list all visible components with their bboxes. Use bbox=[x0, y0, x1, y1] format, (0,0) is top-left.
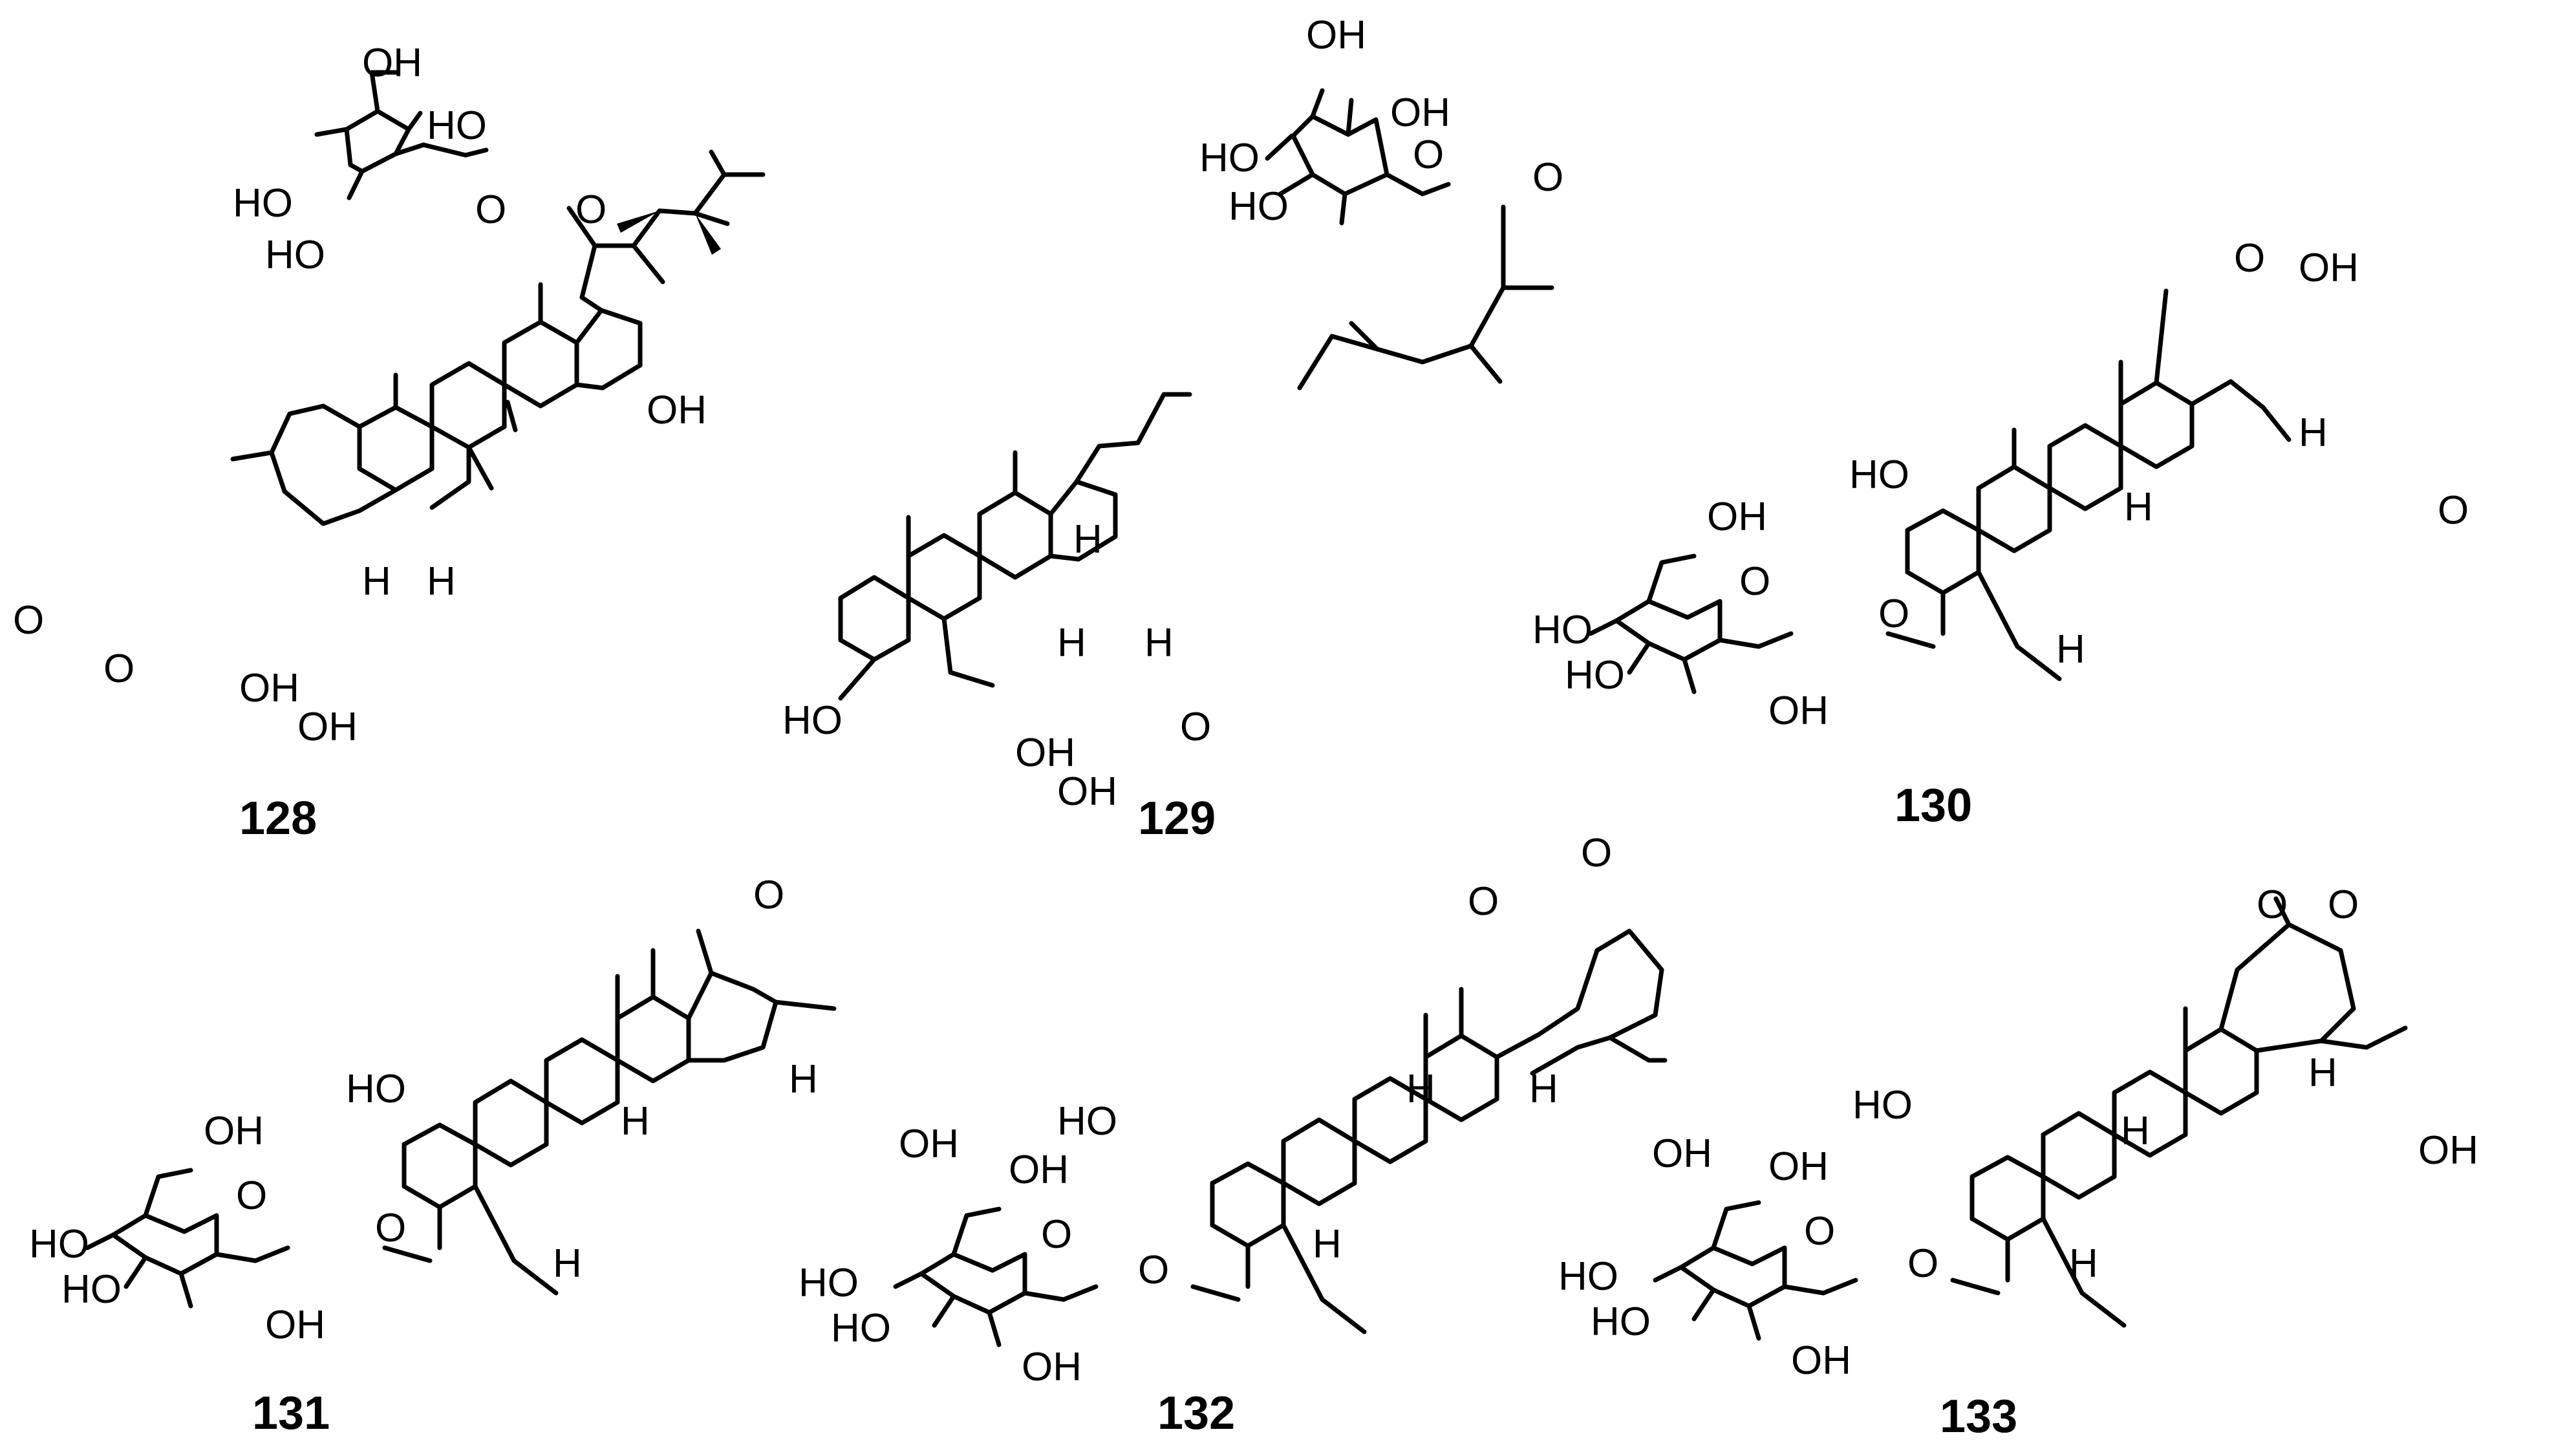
atom-label: O bbox=[1907, 1241, 1938, 1286]
atom-label: O bbox=[103, 647, 134, 691]
atom-label: H bbox=[1529, 1067, 1558, 1111]
atom-label: O bbox=[236, 1173, 267, 1218]
atom-label: OH bbox=[1652, 1131, 1712, 1176]
atom-label: OH bbox=[1057, 769, 1117, 814]
atom-label: O bbox=[1138, 1248, 1169, 1292]
atom-label: H bbox=[2069, 1241, 2098, 1286]
atom-label: H bbox=[621, 1099, 650, 1144]
atom-label: HO bbox=[799, 1261, 859, 1305]
compound-130: O OH HO H H O OH O O HO HO OH H 130 bbox=[1532, 236, 2469, 831]
atom-label: OH bbox=[239, 666, 299, 711]
compound-131: O HO H H OH OH O O HO HO OH H 131 bbox=[29, 873, 959, 1439]
atom-label: H bbox=[789, 1057, 818, 1102]
atom-label: OH bbox=[1009, 1148, 1069, 1192]
atom-label: O bbox=[2328, 883, 2359, 927]
atom-label: H bbox=[2124, 485, 2153, 530]
atom-label: O bbox=[753, 873, 784, 917]
atom-label: OH bbox=[1768, 1144, 1829, 1189]
atom-label: OH bbox=[362, 41, 422, 85]
atom-label: H bbox=[1073, 517, 1102, 562]
atom-label: O bbox=[2257, 883, 2288, 927]
atom-label: O bbox=[1581, 831, 1612, 875]
atom-label: OH bbox=[265, 1303, 325, 1347]
atom-label: OH bbox=[297, 705, 358, 749]
atom-label: H bbox=[427, 559, 456, 604]
atom-label: HO bbox=[1532, 608, 1593, 652]
atom-label: HO bbox=[1591, 1300, 1651, 1344]
compound-label: 130 bbox=[1894, 780, 1972, 831]
atom-label: H bbox=[1406, 1067, 1435, 1111]
atom-label: H bbox=[2308, 1051, 2337, 1095]
atom-label: O bbox=[575, 187, 606, 232]
atom-label: OH bbox=[1306, 13, 1366, 58]
atom-label: OH bbox=[1768, 689, 1829, 733]
atom-label: HO bbox=[61, 1267, 122, 1312]
atom-label: O bbox=[13, 598, 44, 643]
atom-label: H bbox=[1313, 1222, 1342, 1267]
atom-label: O bbox=[375, 1206, 406, 1250]
atom-label: HO bbox=[1565, 653, 1625, 698]
atom-label: H bbox=[362, 559, 391, 604]
atom-label: OH bbox=[2418, 1128, 2478, 1173]
atom-label: OH bbox=[899, 1122, 959, 1166]
atom-label: H bbox=[553, 1241, 582, 1286]
atom-label: HO bbox=[1229, 184, 1289, 229]
atom-label: HO bbox=[1852, 1083, 1913, 1128]
compound-label: 131 bbox=[252, 1387, 330, 1439]
atom-label: O bbox=[1532, 155, 1563, 200]
atom-label: HO bbox=[265, 233, 325, 277]
atom-label: HO bbox=[1558, 1254, 1618, 1299]
atom-label: HO bbox=[1057, 1099, 1117, 1144]
atom-label: HO bbox=[1849, 453, 1909, 497]
atom-label: HO bbox=[782, 698, 843, 743]
atom-label: H bbox=[2121, 1109, 2150, 1153]
atom-label: OH bbox=[1390, 91, 1450, 135]
atom-label: H bbox=[1057, 621, 1086, 665]
atom-label: O bbox=[1878, 592, 1909, 636]
atom-label: OH bbox=[647, 388, 707, 433]
atom-label: OH bbox=[1707, 495, 1767, 539]
compound-label: 133 bbox=[1940, 1391, 2017, 1442]
atom-label: O bbox=[1180, 705, 1211, 749]
atom-label: O bbox=[1468, 879, 1499, 924]
atom-label: O bbox=[1413, 133, 1444, 177]
atom-label: OH bbox=[1791, 1338, 1851, 1383]
atom-label: OH bbox=[1015, 731, 1075, 775]
atom-label: OH bbox=[204, 1109, 264, 1153]
atom-label: HO bbox=[1199, 136, 1260, 180]
atom-label: H bbox=[1144, 621, 1174, 665]
compound-133: O O HO H H OH OH O O HO HO OH H 133 bbox=[1558, 883, 2478, 1442]
atom-label: O bbox=[475, 187, 506, 232]
compound-132: O O HO H H OH OH O O HO HO OH H 132 bbox=[799, 831, 1712, 1439]
atom-label: O bbox=[2234, 236, 2265, 281]
compound-label: 128 bbox=[239, 793, 317, 844]
compound-128: OH HO HO HO O O OH H H O O OH OH 128 bbox=[13, 41, 766, 844]
compound-label: 129 bbox=[1138, 793, 1216, 844]
atom-label: H bbox=[2056, 627, 2085, 672]
atom-label: HO bbox=[831, 1306, 891, 1351]
atom-label: O bbox=[1739, 559, 1770, 604]
atom-label: O bbox=[1804, 1209, 1835, 1254]
atom-label: H bbox=[2299, 411, 2328, 455]
atom-label: OH bbox=[1022, 1345, 1082, 1389]
atom-label: HO bbox=[233, 181, 293, 226]
atom-label: O bbox=[1041, 1212, 1072, 1257]
atom-label: HO bbox=[427, 103, 487, 148]
atom-label: HO bbox=[29, 1222, 89, 1267]
atom-label: OH bbox=[2299, 246, 2359, 290]
atom-label: HO bbox=[346, 1067, 406, 1111]
compound-129: OH HO OH HO O O H H H O HO OH OH 129 bbox=[782, 13, 1563, 844]
atom-label: O bbox=[2438, 488, 2469, 533]
compound-label: 132 bbox=[1157, 1387, 1235, 1439]
